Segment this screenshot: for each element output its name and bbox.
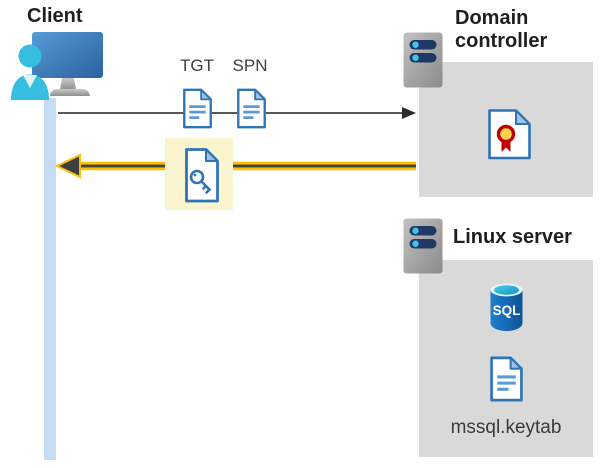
spn-label: SPN <box>232 56 268 75</box>
sql-icon-label: SQL <box>493 303 521 318</box>
request-arrow-right-icon <box>58 107 416 119</box>
client-title: Client <box>27 5 83 27</box>
domain-controller-server-icon <box>403 32 443 88</box>
client-lifeline-bar <box>44 98 56 460</box>
domain-controller-title: Domain controller <box>455 7 548 52</box>
keytab-document-icon <box>490 356 523 402</box>
linux-server-icon <box>403 218 443 274</box>
linux-server-title: Linux server <box>453 226 572 248</box>
tgt-label: TGT <box>180 56 214 75</box>
certificate-icon <box>488 109 531 160</box>
spn-document-icon <box>237 88 266 129</box>
response-arrow-left-icon <box>55 153 416 179</box>
keytab-filename-label: mssql.keytab <box>450 417 562 438</box>
sql-database-icon: SQL <box>490 283 523 331</box>
key-document-icon <box>185 148 219 203</box>
tgt-document-icon <box>183 88 212 129</box>
person-at-computer-icon <box>11 32 103 100</box>
